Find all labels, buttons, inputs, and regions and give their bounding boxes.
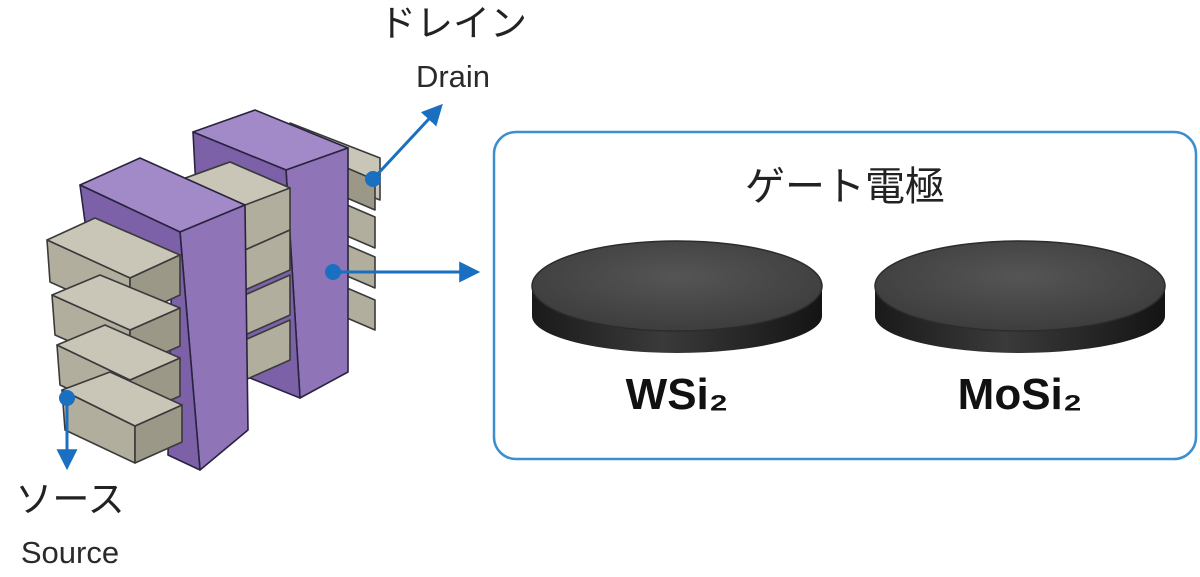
disc-mosi2-label: MoSi₂ — [958, 370, 1083, 419]
gate-point — [325, 264, 341, 280]
gate-electrode-title: ゲート電極 — [745, 164, 945, 210]
drain-point — [365, 171, 381, 187]
panel-frame — [492, 130, 1198, 461]
disc-wsi2-label: WSi₂ — [626, 370, 729, 419]
front-fins — [46, 217, 183, 464]
gate-electrode-panel: ゲート電極 WSi₂ MoSi₂ — [492, 130, 1198, 461]
gate-callout — [325, 261, 481, 283]
source-point — [59, 390, 75, 406]
drain-label-jp: ドレイン — [379, 2, 527, 45]
source-callout — [56, 390, 78, 471]
disc-mosi2 — [874, 240, 1166, 353]
drain-label-en: Drain — [416, 59, 490, 94]
finfet-structure — [46, 109, 381, 471]
source-label-en: Source — [21, 535, 119, 570]
source-label-jp: ソース — [15, 478, 124, 521]
disc-wsi2 — [531, 240, 823, 353]
drain-callout — [365, 103, 443, 187]
